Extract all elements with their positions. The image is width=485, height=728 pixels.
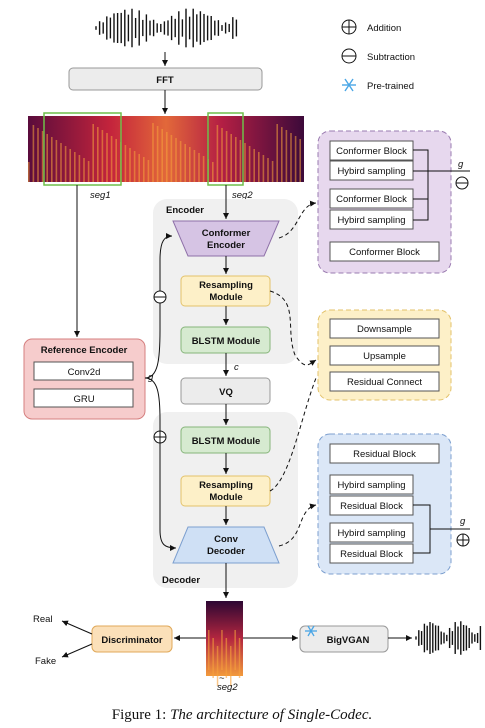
dec-resampling-label-2: Module <box>209 492 242 503</box>
enc-resampling-label-1: Resampling <box>199 280 253 291</box>
conformer-detail-item-label-2: Conformer Block <box>336 194 407 205</box>
conformer-detail-item-label-3: Hybird sampling <box>337 215 405 226</box>
decoder-detail-item-1 <box>329 474 414 495</box>
conv-decoder-block <box>172 526 280 564</box>
g-to-decoder-path <box>144 377 177 551</box>
seg2-hat-label: seg2 <box>217 682 238 693</box>
conformer-detail-item-label-1: Hybird sampling <box>337 166 405 177</box>
conformer-encoder-label-2: Encoder <box>207 240 245 251</box>
resampling-detail-item-label-2: Residual Connect <box>347 377 422 388</box>
discriminator-label: Discriminator <box>101 635 163 646</box>
vq-label: VQ <box>219 387 233 398</box>
enc-resampling-label-2: Module <box>209 292 242 303</box>
output-waveform <box>415 621 482 655</box>
dec-resampling-label-1: Resampling <box>199 480 253 491</box>
c-label: c <box>234 362 239 373</box>
resampling-detail-item-2 <box>329 371 440 392</box>
real-label: Real <box>33 614 53 625</box>
legend-subtraction: Subtraction <box>367 52 415 63</box>
conv-decoder-label-2: Decoder <box>207 546 245 557</box>
conv2d-label: Conv2d <box>68 367 101 378</box>
resampling-detail-item-1 <box>329 345 440 366</box>
reference-encoder-label: Reference Encoder <box>41 345 128 356</box>
conformer-detail-item-label-0: Conformer Block <box>336 146 407 157</box>
decoder-detail-item-label-3: Hybird sampling <box>337 528 405 539</box>
gru-label: GRU <box>73 394 94 405</box>
decoder-detail-item-label-2: Residual Block <box>340 501 403 512</box>
snowflake-icon <box>342 78 356 92</box>
seg2-label: seg2 <box>232 190 253 201</box>
bigvgan-snowflake-icon <box>305 625 317 637</box>
conformer-detail-item-label-4: Conformer Block <box>349 247 420 258</box>
decoder-detail-item-label-4: Residual Block <box>340 549 403 560</box>
decoder-detail-item-3 <box>329 522 414 543</box>
conformer-encoder-label-1: Conformer <box>202 228 251 239</box>
svg-text:~: ~ <box>219 673 225 684</box>
input-spectrogram <box>28 116 304 182</box>
decoder-label: Decoder <box>162 575 200 586</box>
gru-block <box>33 388 134 408</box>
legend-addition: Addition <box>367 23 401 34</box>
conformer-g-label: g <box>458 159 464 170</box>
bigvgan-label: BigVGAN <box>327 635 370 646</box>
encoder-label: Encoder <box>166 205 204 216</box>
resampling-detail-item-label-0: Downsample <box>357 324 412 335</box>
resampling-detail-item-label-1: Upsample <box>363 351 406 362</box>
figure-caption: Figure 1: The architecture of Single-Cod… <box>112 707 373 723</box>
fft-label: FFT <box>156 75 174 86</box>
conformer-encoder-block <box>172 220 280 257</box>
input-waveform <box>95 8 238 48</box>
conv2d-block <box>33 361 134 381</box>
bigvgan-block <box>299 625 389 653</box>
resampling-detail-item-0 <box>329 318 440 339</box>
decoder-g-label: g <box>460 516 466 527</box>
g-label: g <box>148 372 154 383</box>
conv-decoder-label-1: Conv <box>214 534 238 545</box>
discriminator-block <box>91 625 173 653</box>
enc-blstm-label: BLSTM Module <box>192 336 261 347</box>
dec-blstm-label: BLSTM Module <box>192 436 261 447</box>
decoder-detail-item-label-0: Residual Block <box>353 449 416 460</box>
legend: Addition Subtraction Pre-trained <box>341 19 415 92</box>
legend-pretrained: Pre-trained <box>367 81 414 92</box>
decoder-detail-item-label-1: Hybird sampling <box>337 480 405 491</box>
seg1-label: seg1 <box>90 190 111 201</box>
seg1-window <box>43 112 122 186</box>
conformer-detail-item-4 <box>329 241 440 262</box>
fake-label: Fake <box>35 656 56 667</box>
decoder-detail-item-0 <box>329 443 440 464</box>
output-spectrogram <box>206 601 243 676</box>
